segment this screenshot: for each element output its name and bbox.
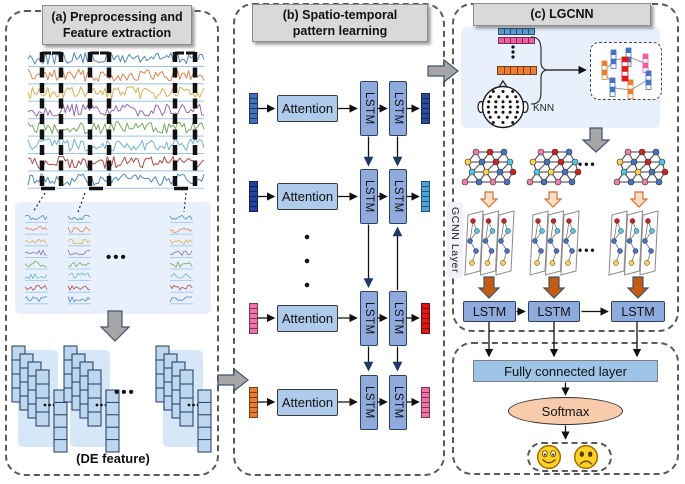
de-feature-vectors [155, 345, 212, 453]
lstm-block: LSTM [360, 81, 378, 136]
ellipsis: ••• [114, 384, 136, 401]
lstm-block: LSTM [528, 301, 580, 322]
feature-vector-blue [498, 28, 535, 35]
attention-block: Attention [277, 183, 338, 210]
panel-b-title-line1: (b) Spatio-temporal [282, 7, 398, 22]
brain-graph [461, 148, 517, 186]
brain-graph [613, 148, 669, 186]
feature-vector-pink [498, 36, 535, 44]
softmax-block: Softmax [508, 397, 623, 425]
vector-cell [528, 36, 535, 44]
de-feature-label: (DE feature) [76, 451, 150, 466]
input-vector [249, 181, 258, 212]
ellipsis: ••• [578, 157, 597, 171]
segment-column [67, 214, 91, 305]
happy-face-icon [536, 444, 562, 470]
attention-block: Attention [277, 95, 338, 122]
eeg-electrode-cap-icon [477, 79, 529, 129]
attention-block: Attention [277, 304, 338, 332]
gcnn-feature-maps [529, 210, 580, 276]
panel-c-title: (c) LGCNN [473, 3, 651, 26]
eeg-signals-plot [27, 51, 205, 191]
lstm-block: LSTM [360, 290, 378, 346]
brain-graph [526, 148, 582, 186]
lstm-block: LSTM [389, 81, 407, 136]
panel-a-title-line1: (a) Preprocessing and [51, 9, 183, 24]
input-vector [249, 93, 258, 124]
input-vector [249, 302, 258, 334]
lstm-block: LSTM [611, 301, 665, 322]
input-vector [249, 386, 258, 418]
knn-label: KNN [533, 103, 555, 114]
ellipsis: ••• [578, 243, 597, 257]
gcnn-feature-maps [608, 210, 659, 276]
fully-connected-layer: Fully connected layer [473, 360, 658, 382]
lstm-block: LSTM [360, 374, 378, 430]
lstm-block: LSTM [389, 374, 407, 430]
lstm-block: LSTM [389, 169, 407, 224]
attention-block: Attention [277, 388, 338, 416]
vector-cell [528, 28, 535, 35]
gcnn-layer-label: GCNN Layer [447, 202, 463, 278]
ellipsis: ••• [106, 249, 128, 266]
segment-column [24, 214, 48, 305]
lstm-block: LSTM [463, 301, 516, 322]
segments-area [15, 202, 211, 314]
panel-a-title: (a) Preprocessing and Feature extraction [42, 5, 192, 45]
output-vector [421, 386, 430, 418]
output-vector [421, 181, 430, 212]
constructed-graph [601, 47, 652, 99]
panel-b-title-line2: pattern learning [292, 24, 388, 38]
panel-b-title: (b) Spatio-temporal pattern learning [252, 4, 428, 42]
vector-cell [529, 66, 537, 75]
lstm-block: LSTM [389, 290, 407, 346]
output-vector [421, 93, 430, 124]
de-feature-vectors [11, 345, 68, 453]
sad-face-icon [573, 444, 599, 470]
panel-spatio-temporal [233, 3, 445, 476]
feature-vector-orange [497, 66, 537, 75]
panel-a-title-line2: Feature extraction [62, 26, 172, 40]
segment-column [169, 214, 193, 305]
de-feature-vectors [63, 345, 120, 453]
output-vector [421, 302, 430, 334]
gcnn-feature-maps [464, 210, 515, 276]
lstm-block: LSTM [360, 169, 378, 224]
panel-c-title-line1: (c) LGCNN [530, 7, 594, 22]
